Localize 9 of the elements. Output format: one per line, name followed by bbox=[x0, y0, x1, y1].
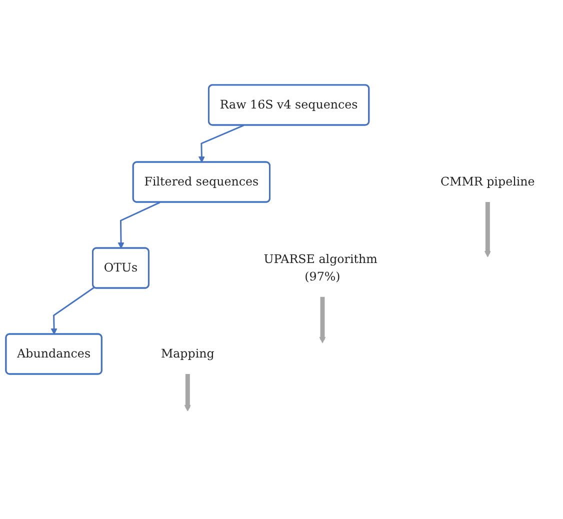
node-text: CMMR pipeline bbox=[440, 175, 535, 190]
node-text: UPARSE algorithm (97%) bbox=[264, 252, 378, 284]
arrow bbox=[319, 297, 326, 344]
arrow bbox=[50, 287, 95, 336]
arrow bbox=[484, 202, 491, 258]
arrow bbox=[118, 202, 160, 250]
node-text: Mapping bbox=[160, 346, 214, 362]
arrow bbox=[198, 125, 244, 164]
arrow bbox=[184, 374, 191, 412]
